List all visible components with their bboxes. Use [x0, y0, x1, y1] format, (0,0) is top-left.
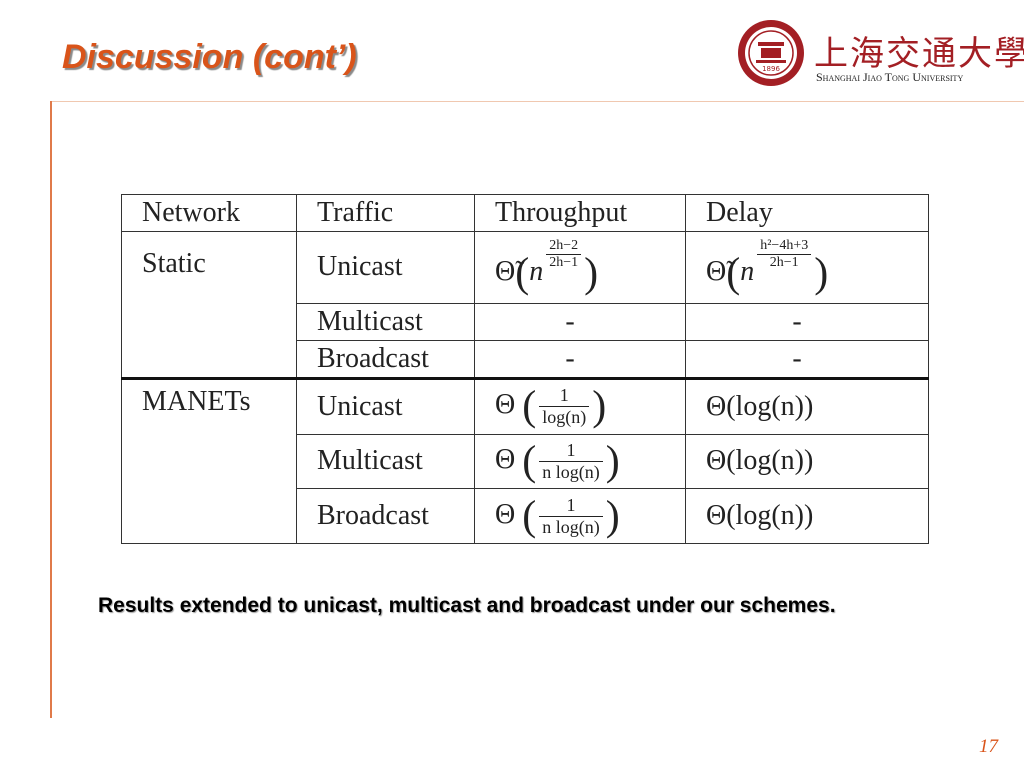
delay-cell: Θ(log(n)) [685, 488, 929, 544]
university-seal-icon: 1896 [738, 20, 804, 86]
traffic-cell: Multicast [296, 433, 475, 490]
slide-title: Discussion (cont’) [62, 38, 357, 76]
delay-cell: - [685, 302, 929, 341]
seal-year: 1896 [762, 65, 780, 73]
university-logo: 1896 上海交通大學 Shanghai Jiao Tong Universit… [736, 18, 1024, 88]
table-header-row: Network Traffic Throughput Delay [121, 194, 929, 232]
throughput-cell: - [474, 339, 686, 379]
traffic-cell: Unicast [296, 230, 475, 304]
delay-cell: - [685, 339, 929, 379]
traffic-cell: Broadcast [296, 488, 475, 544]
throughput-cell: - [474, 302, 686, 341]
university-name-en: Shanghai Jiao Tong University [816, 70, 964, 84]
university-name-cn: 上海交通大學 [814, 34, 1024, 74]
traffic-cell: Broadcast [296, 339, 475, 379]
page-number: 17 [979, 736, 998, 757]
summary-note: Results extended to unicast, multicast a… [98, 594, 836, 617]
table-row: Broadcast - - [122, 339, 929, 379]
delay-cell: Θ(log(n)) [685, 376, 929, 435]
results-table: Network Traffic Throughput Delay Static … [121, 194, 929, 545]
traffic-cell: Unicast [296, 376, 475, 435]
header-divider [50, 101, 1024, 102]
delay-cell: Θ(log(n)) [685, 433, 929, 490]
network-static: Static [121, 230, 297, 379]
header-throughput: Throughput [474, 194, 686, 232]
network-manets: MANETs [121, 376, 297, 545]
left-accent-bar [50, 101, 52, 718]
header-traffic: Traffic [296, 194, 475, 232]
header-network: Network [121, 194, 297, 232]
header-delay: Delay [685, 194, 929, 232]
traffic-cell: Multicast [296, 302, 475, 341]
